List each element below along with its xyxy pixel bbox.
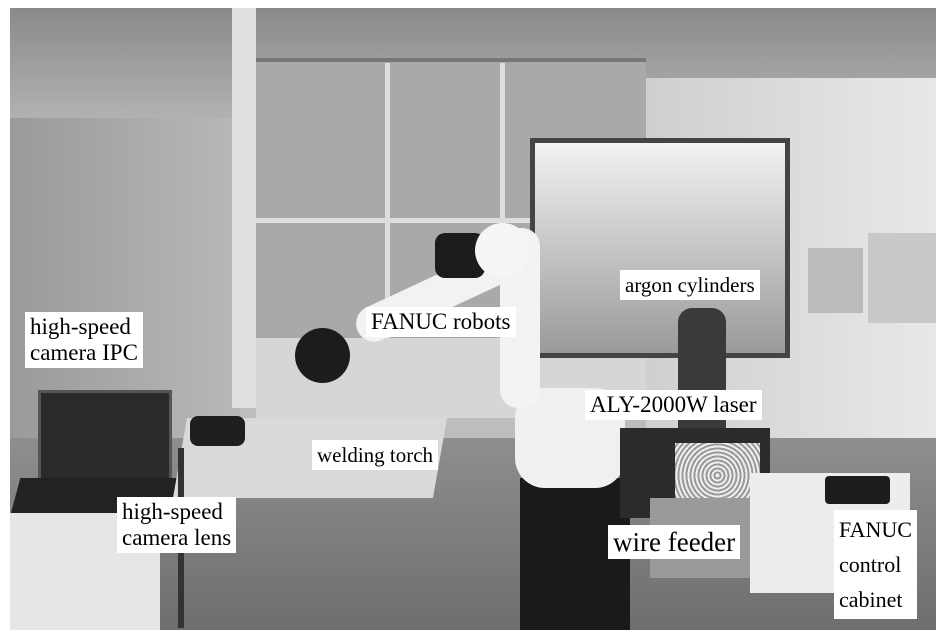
label-camera-ipc: high-speed camera IPC xyxy=(25,312,143,368)
label-laser: ALY-2000W laser xyxy=(585,390,762,420)
laptop-screen xyxy=(38,390,172,488)
partition-mullion xyxy=(385,63,390,408)
laser-grille xyxy=(675,443,760,508)
label-camera-lens: high-speed camera lens xyxy=(117,497,237,553)
label-line: high-speed xyxy=(122,499,223,524)
label-argon-cylinders: argon cylinders xyxy=(620,270,760,300)
label-control-cabinet: FANUC control cabinet xyxy=(834,510,917,619)
robot-joint xyxy=(295,328,350,383)
lab-photo xyxy=(10,8,936,630)
label-line: cabinet xyxy=(839,587,903,612)
electrical-box xyxy=(808,248,863,313)
label-line: FANUC xyxy=(839,517,912,542)
label-line: camera IPC xyxy=(30,340,138,365)
partition-rail xyxy=(256,218,646,223)
label-wire-feeder: wire feeder xyxy=(608,525,741,559)
label-welding-torch: welding torch xyxy=(312,440,439,470)
window xyxy=(530,138,790,358)
camera xyxy=(190,416,245,446)
teach-pendant xyxy=(825,476,890,504)
label-line: control xyxy=(839,552,902,577)
label-line: high-speed xyxy=(30,314,131,339)
label-fanuc-robots: FANUC robots xyxy=(366,307,516,337)
robot-head xyxy=(475,223,530,278)
label-line: camera lens xyxy=(122,525,232,550)
electrical-box xyxy=(868,233,936,323)
pillar xyxy=(232,8,256,408)
